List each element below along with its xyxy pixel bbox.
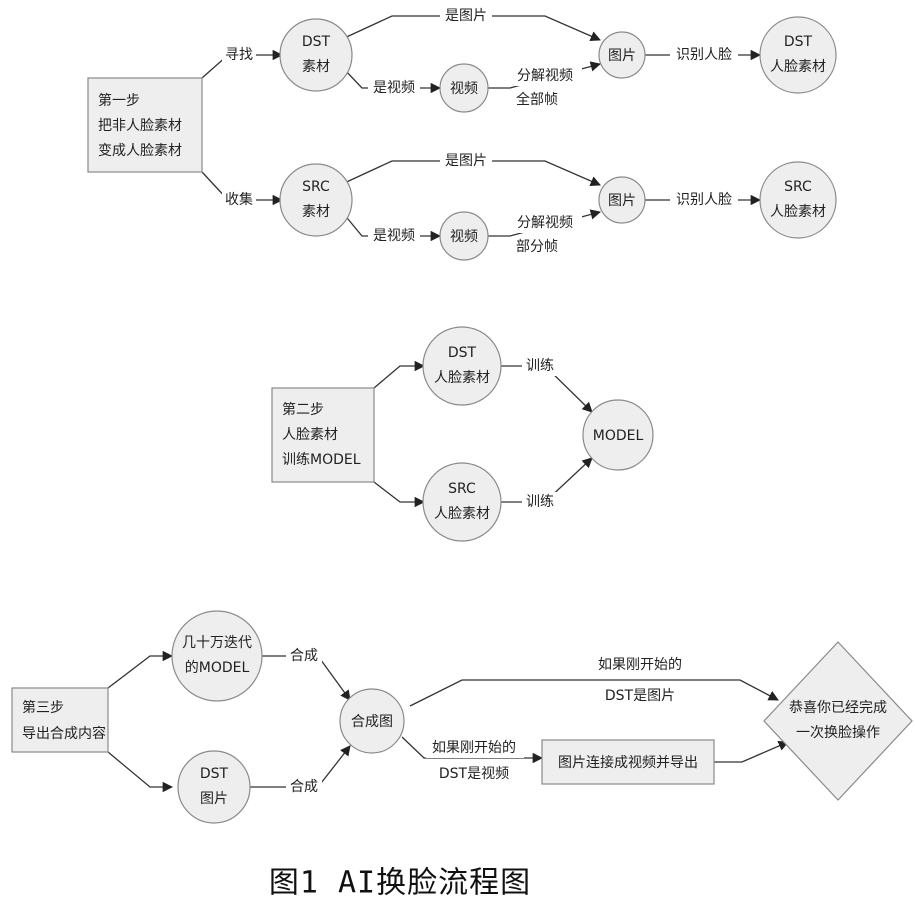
node-dst-face-2-line1: DST bbox=[448, 345, 477, 361]
edge-merge-done bbox=[409, 679, 779, 707]
node-dst-line2: 素材 bbox=[302, 59, 330, 75]
edge-label-train-1: 训练 bbox=[526, 358, 554, 374]
step1-section: 第一步 把非人脸素材 变成人脸素材 DST 素材 SRC 素材 视频 视频 图片… bbox=[87, 6, 837, 261]
edge-label-recognize-2: 识别人脸 bbox=[676, 192, 732, 208]
node-dst-face bbox=[759, 16, 837, 94]
label-bg bbox=[522, 492, 558, 512]
label-bg bbox=[222, 190, 256, 210]
edge-label-is-image-1: 是图片 bbox=[445, 8, 487, 24]
node-image-1-label: 图片 bbox=[608, 48, 636, 64]
step3-box-line2: 导出合成内容 bbox=[22, 725, 106, 742]
label-bg bbox=[440, 6, 492, 26]
node-src-face-line1: SRC bbox=[784, 179, 812, 195]
label-bg bbox=[522, 356, 558, 376]
node-export bbox=[541, 739, 715, 785]
label-bg bbox=[426, 738, 524, 758]
node-dst-face-line1: DST bbox=[784, 34, 813, 50]
edge-label-if-image-1: 如果刚开始的 bbox=[598, 657, 682, 673]
step1-box-line1: 第一步 bbox=[98, 92, 140, 109]
node-export-label: 图片连接成视频并导出 bbox=[558, 754, 698, 771]
label-bg bbox=[670, 45, 738, 65]
edge-label-merge-2: 合成 bbox=[290, 779, 318, 795]
edge-label-split-all-2: 全部帧 bbox=[516, 91, 558, 108]
node-image-2-label: 图片 bbox=[608, 193, 636, 209]
node-trained-model bbox=[171, 610, 263, 702]
node-dst-image bbox=[177, 750, 251, 824]
edge-label-find: 寻找 bbox=[225, 47, 253, 63]
edge-label-recognize-1: 识别人脸 bbox=[676, 47, 732, 63]
edge-label-if-image-2: DST是图片 bbox=[605, 688, 675, 704]
edge-step2-to-dst bbox=[373, 360, 426, 389]
edge-label-if-video-1: 如果刚开始的 bbox=[432, 740, 516, 756]
label-bg bbox=[512, 213, 582, 233]
step1-box-line2: 把非人脸素材 bbox=[98, 118, 182, 134]
step2-box-line3: 训练MODEL bbox=[282, 452, 361, 468]
node-model-label: MODEL bbox=[593, 428, 644, 444]
node-dst bbox=[279, 18, 353, 92]
node-image-1 bbox=[598, 31, 646, 79]
node-dst-image-line1: DST bbox=[200, 766, 229, 782]
label-bg bbox=[222, 45, 256, 65]
edge-label-train-2: 训练 bbox=[526, 494, 554, 510]
step2-box-line1: 第二步 bbox=[282, 401, 324, 418]
node-dst-image-line2: 图片 bbox=[200, 791, 228, 807]
edge-label-merge-1: 合成 bbox=[290, 648, 318, 664]
step1-box-line3: 变成人脸素材 bbox=[98, 143, 182, 159]
label-bg bbox=[670, 190, 738, 210]
node-model bbox=[582, 399, 654, 471]
edge-label-is-video-1: 是视频 bbox=[373, 80, 415, 96]
label-bg bbox=[286, 645, 322, 667]
node-done-line2: 一次换脸操作 bbox=[796, 724, 880, 741]
node-merged-image-label: 合成图 bbox=[351, 714, 393, 730]
node-trained-model-line2: 的MODEL bbox=[185, 660, 250, 676]
node-image-2 bbox=[598, 176, 646, 224]
node-video-1 bbox=[439, 63, 489, 113]
node-done bbox=[763, 641, 913, 801]
edge-export-done bbox=[714, 740, 789, 763]
node-dst-face-line2: 人脸素材 bbox=[770, 59, 826, 75]
step3-box bbox=[11, 687, 109, 753]
node-done-line1: 恭喜你已经完成 bbox=[789, 700, 887, 716]
node-dst-face-2-line2: 人脸素材 bbox=[434, 370, 490, 386]
label-bg bbox=[368, 78, 420, 98]
node-dst-line1: DST bbox=[302, 34, 331, 50]
edge-label-collect: 收集 bbox=[225, 191, 253, 208]
label-bg bbox=[512, 66, 582, 86]
node-src bbox=[279, 163, 353, 237]
node-src-face-2-line1: SRC bbox=[448, 481, 476, 497]
edge-label-is-video-2: 是视频 bbox=[373, 228, 415, 244]
label-bg bbox=[286, 776, 322, 798]
node-trained-model-line1: 几十万迭代 bbox=[182, 635, 252, 651]
edge-step2-to-src bbox=[373, 481, 426, 508]
label-bg bbox=[368, 226, 420, 246]
node-src-line2: 素材 bbox=[302, 204, 330, 220]
edge-label-split-some-1: 分解视频 bbox=[517, 215, 573, 231]
edge-label-if-video-2: DST是视频 bbox=[439, 766, 509, 782]
step2-section: 第二步 人脸素材 训练MODEL DST 人脸素材 SRC 人脸素材 MODEL… bbox=[271, 326, 654, 542]
node-video-2-label: 视频 bbox=[450, 229, 478, 245]
step3-section: 第三步 导出合成内容 几十万迭代 的MODEL DST 图片 合成图 图片连接成… bbox=[11, 610, 913, 824]
edge-step3-to-dst-img bbox=[107, 751, 174, 793]
node-merged-image bbox=[339, 688, 405, 754]
figure-caption: 图1 AI换脸流程图 bbox=[269, 866, 531, 901]
edge-label-split-all-1: 分解视频 bbox=[517, 68, 573, 84]
edge-label-is-image-2: 是图片 bbox=[445, 153, 487, 169]
node-video-1-label: 视频 bbox=[450, 81, 478, 97]
step1-box bbox=[87, 77, 203, 173]
edge-step3-to-model bbox=[107, 650, 174, 689]
node-src-face-2 bbox=[422, 462, 502, 542]
edge-label-split-some-2: 部分帧 bbox=[516, 239, 558, 255]
step2-box-line2: 人脸素材 bbox=[282, 427, 338, 443]
node-src-face bbox=[759, 161, 837, 239]
node-src-face-2-line2: 人脸素材 bbox=[434, 506, 490, 522]
label-bg bbox=[440, 151, 492, 171]
node-src-face-line2: 人脸素材 bbox=[770, 204, 826, 220]
step3-box-line1: 第三步 bbox=[22, 699, 64, 716]
node-video-2 bbox=[439, 211, 489, 261]
step2-box bbox=[271, 387, 375, 483]
node-src-line1: SRC bbox=[302, 179, 330, 195]
node-dst-face-2 bbox=[422, 326, 502, 406]
